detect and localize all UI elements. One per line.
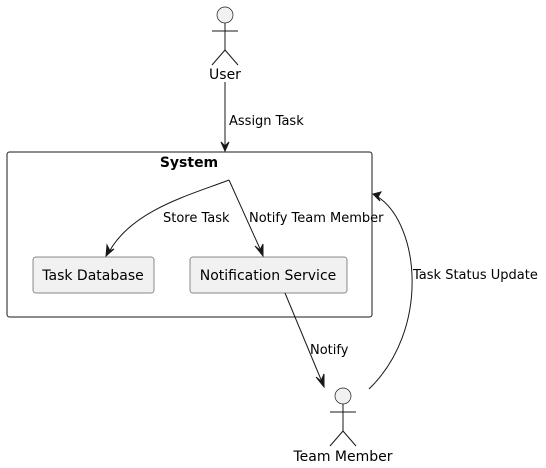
notification-service-box <box>189 256 348 294</box>
user-actor: User <box>209 6 241 83</box>
assign-task-edge: Assign Task <box>220 82 304 153</box>
task-database-box <box>32 256 155 294</box>
store-task-line <box>108 179 230 253</box>
notify-line <box>284 292 323 383</box>
notify-team-member-arrowhead <box>254 243 264 258</box>
store-task-label: Store Task <box>163 211 230 226</box>
notify-edge: Notify <box>284 292 349 389</box>
notify-team-member-label: Notify Team Member <box>249 211 384 226</box>
notify-arrowhead <box>315 373 325 389</box>
team-member-actor-label: Team Member <box>292 449 392 465</box>
task-status-update-line <box>368 196 413 390</box>
task-status-update-arrowhead <box>372 191 383 202</box>
user-actor-label: User <box>209 67 241 83</box>
task-status-update-edge: Task Status Update <box>368 191 538 390</box>
team-member-actor-figure <box>329 387 357 447</box>
assign-task-arrowhead <box>220 141 230 153</box>
system-container: System <box>6 151 373 318</box>
task-database-label: Task Database <box>41 268 143 284</box>
team-member-actor: Team Member <box>292 387 393 465</box>
user-actor-figure <box>211 6 239 66</box>
task-status-update-label: Task Status Update <box>412 268 538 283</box>
notification-service-label: Notification Service <box>200 268 337 284</box>
notify-team-member-line <box>228 179 262 252</box>
system-container-frame <box>6 151 373 318</box>
notify-team-member-edge: Notify Team Member <box>228 179 384 258</box>
store-task-arrowhead <box>105 243 115 258</box>
notification-service-component: Notification Service <box>189 256 348 294</box>
assign-task-label: Assign Task <box>229 114 304 129</box>
system-container-title: System <box>160 155 218 171</box>
task-database-component: Task Database <box>32 256 155 294</box>
notify-label: Notify <box>310 343 349 358</box>
store-task-edge: Store Task <box>105 179 230 258</box>
